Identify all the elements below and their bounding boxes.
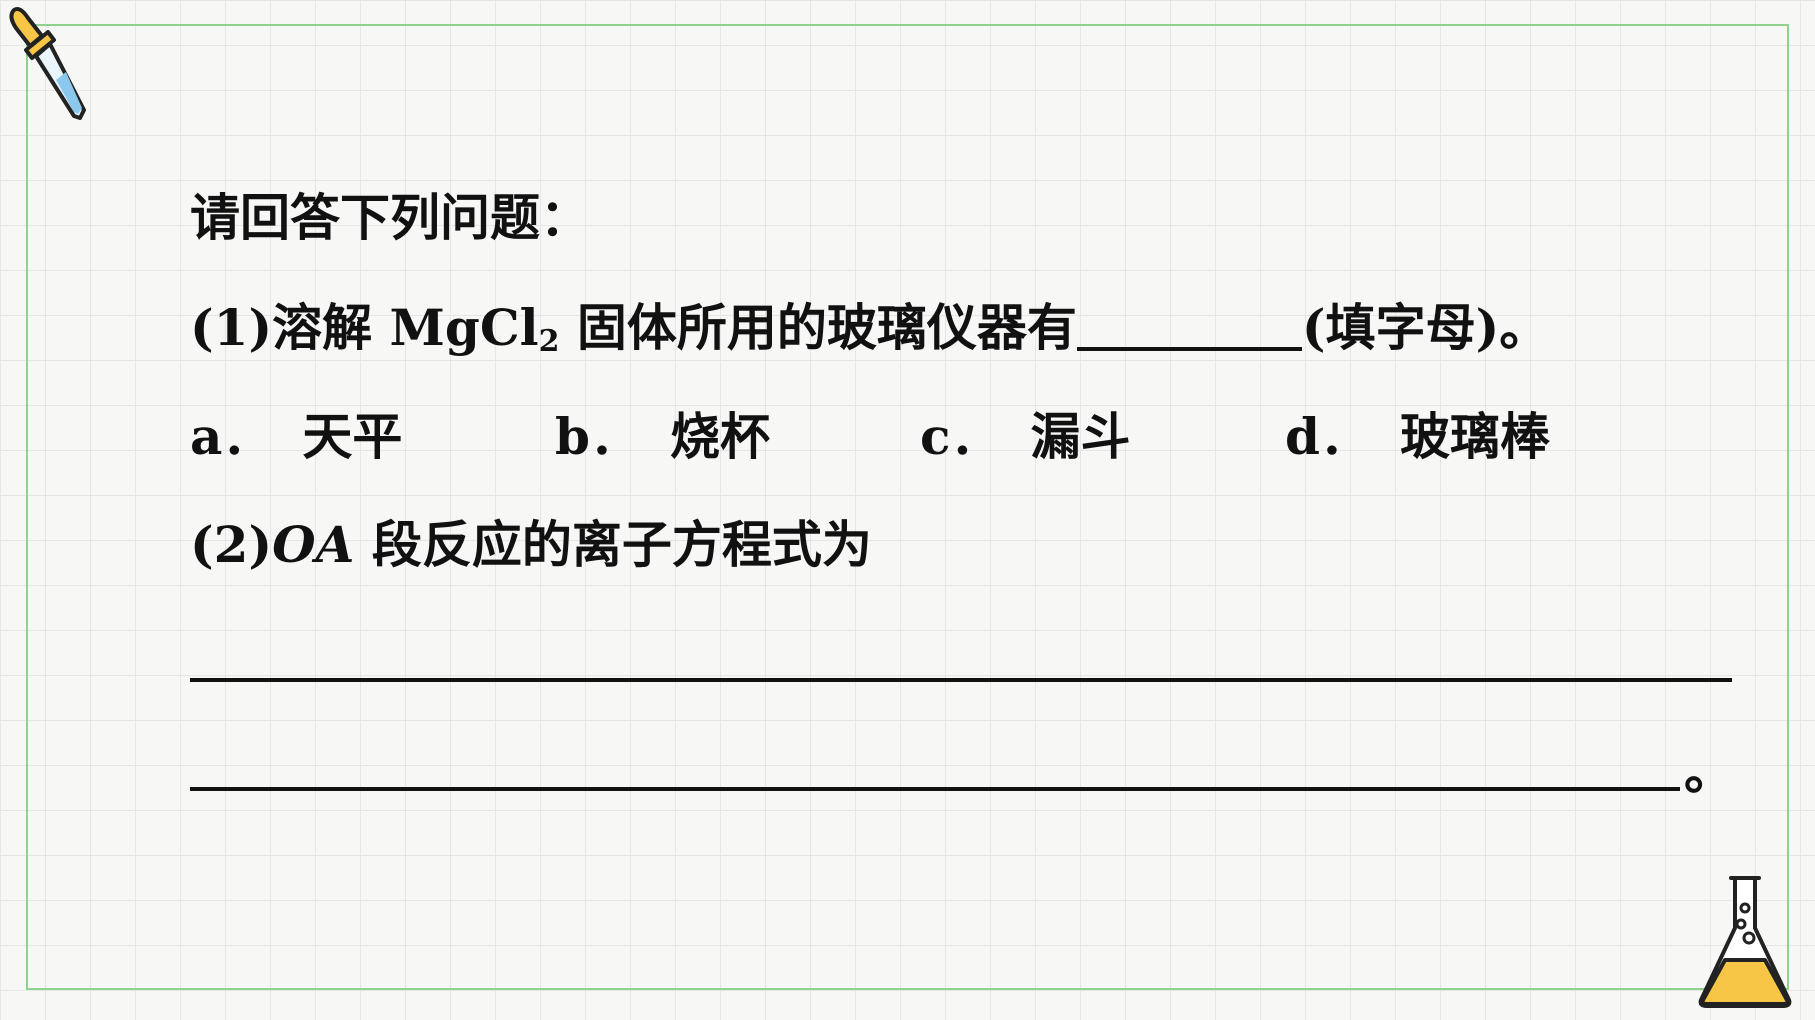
page-frame xyxy=(26,24,1789,990)
end-period: 。 xyxy=(1684,742,1734,801)
question-2: (2)OA 段反应的离子方程式为 xyxy=(190,515,872,575)
option-b: b． 烧杯 xyxy=(555,407,770,467)
q2-answer-line-2[interactable] xyxy=(190,787,1680,791)
q1-subscript: 2 xyxy=(538,324,560,359)
q1-suffix: (填字母)。 xyxy=(1301,298,1550,357)
q2-text: 段反应的离子方程式为 xyxy=(354,515,872,574)
question-1: (1)溶解 MgCl2 固体所用的玻璃仪器有 (填字母)。 xyxy=(190,298,1549,372)
option-key: c． xyxy=(920,407,1001,466)
option-key: d． xyxy=(1285,407,1370,466)
flask-icon xyxy=(1698,876,1792,1008)
option-d: d． 玻璃棒 xyxy=(1285,407,1550,467)
q1-answer-blank[interactable] xyxy=(1076,299,1302,351)
q2-answer-line-1[interactable] xyxy=(190,678,1732,682)
option-a: a． 天平 xyxy=(190,407,402,467)
question-heading: 请回答下列问题： xyxy=(190,188,590,247)
q2-italic: OA xyxy=(272,515,355,574)
q2-prefix: (2) xyxy=(190,515,273,574)
q1-prefix: (1)溶解 MgCl xyxy=(190,298,539,357)
q1-middle: 固体所用的玻璃仪器有 xyxy=(559,298,1077,357)
option-text: 漏斗 xyxy=(1030,407,1131,466)
option-text: 玻璃棒 xyxy=(1399,407,1550,466)
option-key: b． xyxy=(555,407,640,466)
option-c: c． 漏斗 xyxy=(920,407,1130,467)
option-key: a． xyxy=(190,407,273,466)
option-text: 天平 xyxy=(302,407,403,466)
option-text: 烧杯 xyxy=(669,407,770,466)
dropper-icon xyxy=(9,7,86,120)
